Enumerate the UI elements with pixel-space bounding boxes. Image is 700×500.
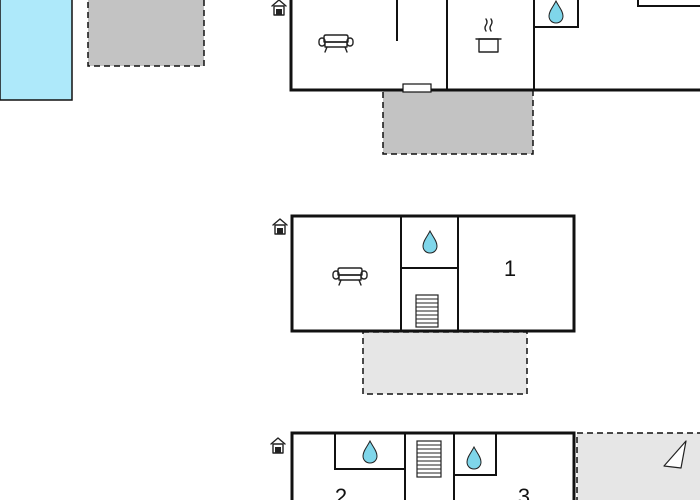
top-floor-wall — [637, 0, 700, 7]
water-drop-icon — [466, 446, 482, 470]
stairs-icon — [416, 440, 442, 478]
cooking-pot-icon — [475, 18, 502, 53]
house-entrance-icon — [270, 437, 286, 454]
bottom-floor-outline — [290, 431, 576, 500]
stairs-icon — [415, 294, 439, 328]
room-number: 2 — [335, 484, 347, 500]
top-floor-outline — [289, 0, 700, 92]
pool — [0, 0, 73, 101]
middle-floor-outline — [290, 214, 576, 333]
room-number: 3 — [518, 484, 530, 500]
bottom-floor-bathroom — [334, 432, 406, 470]
terrace-top-left — [87, 0, 205, 67]
house-entrance-icon — [272, 218, 288, 235]
compass-arrow-icon — [663, 440, 687, 469]
water-drop-icon — [422, 230, 438, 254]
terrace-middle — [362, 331, 528, 395]
sofa-icon — [318, 34, 354, 53]
door-top-floor — [402, 83, 432, 93]
sofa-icon — [332, 267, 368, 286]
water-drop-icon — [362, 440, 378, 464]
terrace-top — [382, 89, 534, 155]
room-number: 1 — [504, 256, 516, 281]
top-floor-bathroom — [533, 0, 579, 28]
house-entrance-icon — [271, 0, 287, 16]
bottom-floor-bathroom — [453, 432, 497, 476]
water-drop-icon — [548, 0, 564, 24]
